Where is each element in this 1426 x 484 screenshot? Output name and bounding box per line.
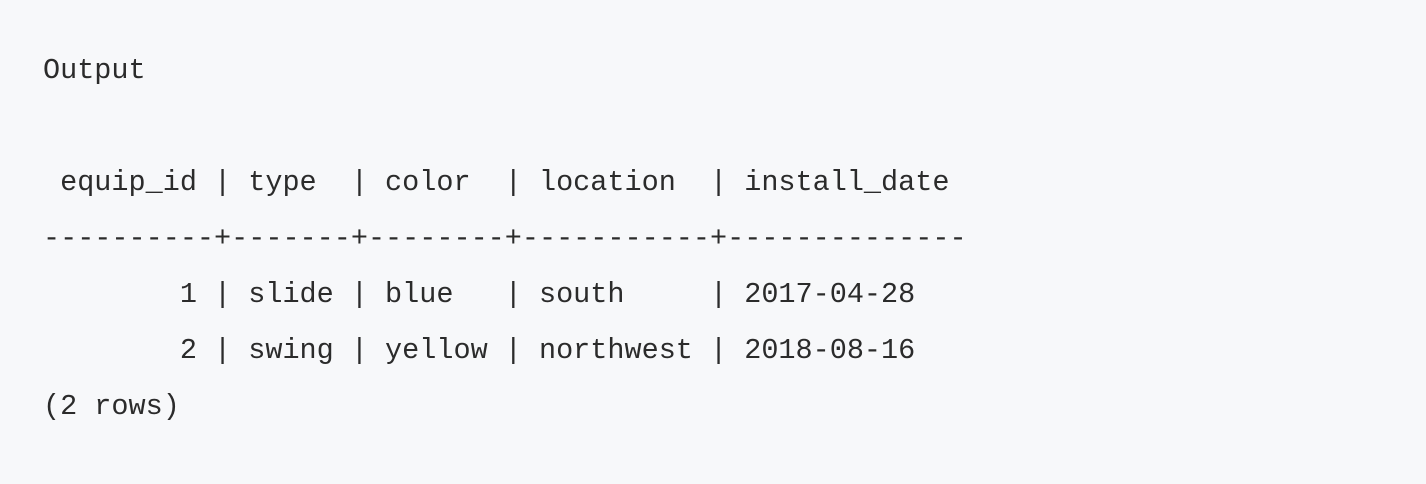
table-row: 2 | swing | yellow | northwest | 2018-08… — [43, 334, 916, 367]
blank-line — [43, 99, 1383, 155]
output-label: Output — [43, 54, 146, 87]
table-separator: ----------+-------+--------+-----------+… — [43, 222, 967, 255]
row-count-footer: (2 rows) — [43, 390, 180, 423]
table-row: 1 | slide | blue | south | 2017-04-28 — [43, 278, 916, 311]
table-header: equip_id | type | color | location | ins… — [43, 166, 950, 199]
